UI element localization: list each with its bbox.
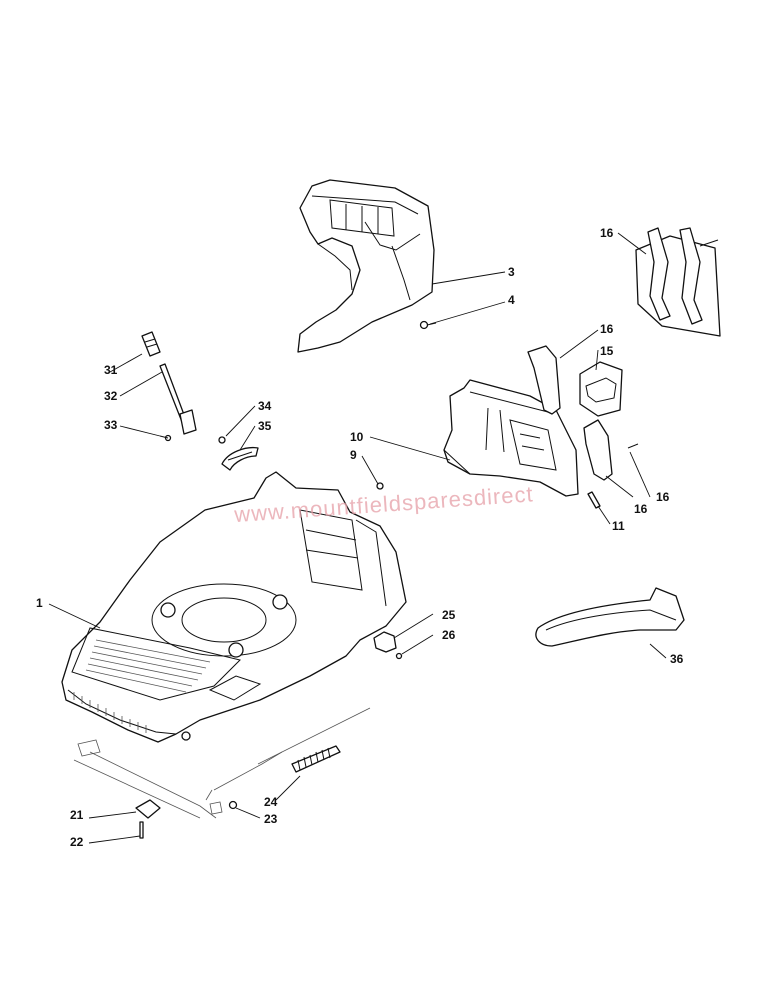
callout-33: 33 [104,418,118,432]
part-24-spring[interactable] [291,745,341,773]
callout-15: 15 [600,344,614,358]
part-36-deflector[interactable] [535,587,685,647]
callout-34: 34 [258,399,272,413]
callout-31: 31 [104,363,118,377]
part-23-washer[interactable] [228,800,238,810]
part-22-screw[interactable] [139,821,144,839]
rear-axle-assembly [73,707,371,819]
part-31-lever-grip[interactable] [141,331,161,357]
callout-11: 11 [612,519,625,533]
part-16-side-lever-lower[interactable] [583,419,639,481]
part-25-bushing[interactable] [373,631,397,653]
callout-35: 35 [258,419,272,433]
part-32-height-lever[interactable] [159,363,197,435]
part-34-screw[interactable] [218,436,226,444]
part-4-screw[interactable] [419,320,437,330]
part-33-lever-screw[interactable] [159,434,172,442]
part-1-mower-deck[interactable] [61,471,407,743]
part-3-rear-cover[interactable] [297,179,435,353]
part-9-screw[interactable] [376,482,384,490]
callout-16-right: 16 [656,490,670,504]
part-15-block[interactable] [579,361,623,417]
callout-10: 10 [350,430,364,444]
part-35-cover[interactable] [221,446,259,471]
callout-1: 1 [36,596,43,610]
callout-26: 26 [442,628,456,642]
callout-32: 32 [104,389,118,403]
callout-16-upper-lever: 16 [600,322,614,336]
part-11-pin[interactable] [587,491,601,509]
part-21-bracket[interactable] [135,799,161,819]
callout-16-lower: 16 [634,502,648,516]
callout-4: 4 [508,293,515,307]
callout-23: 23 [264,812,278,826]
callout-25: 25 [442,608,456,622]
callout-9: 9 [350,448,357,462]
callout-22: 22 [70,835,84,849]
part-16-side-lever-upper[interactable] [527,345,561,415]
callout-24: 24 [264,795,278,809]
part-26-screw[interactable] [395,652,403,660]
part-16-clip-pack[interactable] [635,227,721,337]
callout-36: 36 [670,652,684,666]
callout-3: 3 [508,265,515,279]
leader-lines [48,232,667,844]
callout-16-top: 16 [600,226,614,240]
callout-21: 21 [70,808,84,822]
callout-labels: 1 3 4 9 10 11 15 16 16 16 16 21 22 23 24… [36,226,684,849]
